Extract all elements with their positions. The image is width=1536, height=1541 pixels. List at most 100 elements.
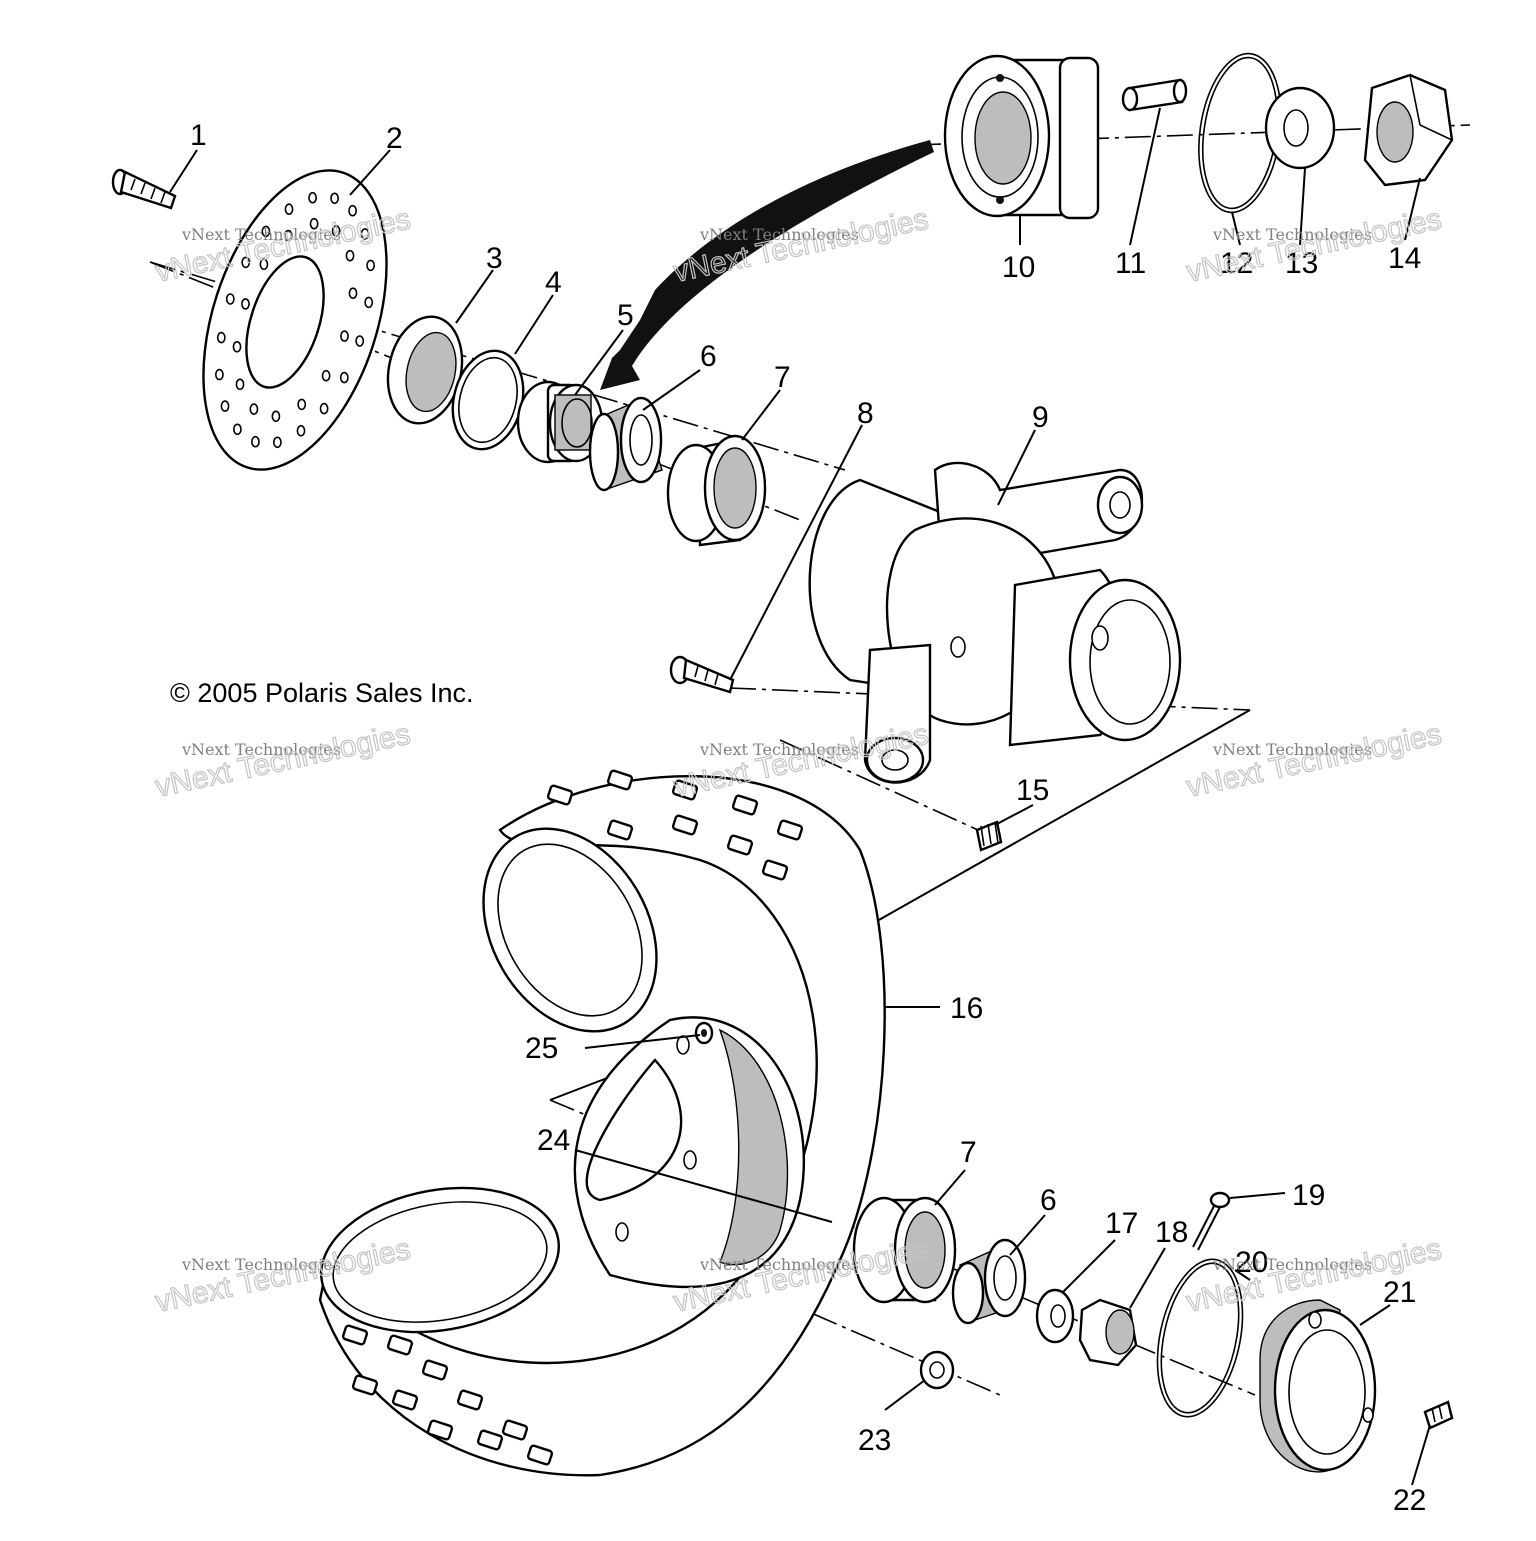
part-20-o-ring (1156, 1258, 1244, 1418)
part-19-cotter-pin (1192, 1191, 1231, 1251)
callout-labels: 1 2 3 4 5 6 7 8 9 10 11 12 13 14 15 16 2… (190, 119, 1426, 1517)
tire-tread-lug (776, 819, 804, 841)
tire-tread-lug (421, 1359, 449, 1381)
callout-24: 24 (537, 1124, 570, 1157)
tire-tread-lug (476, 1429, 504, 1451)
disc-hole (232, 423, 242, 436)
disc-hole (235, 378, 245, 391)
disc-hole (355, 335, 365, 347)
callout-20: 20 (1235, 1246, 1268, 1279)
disc-hole (225, 293, 235, 305)
part-7-race-upper (666, 434, 767, 547)
tire-tread-lug (341, 1324, 369, 1346)
part-7-race-lower (852, 1196, 957, 1304)
svg-text:vNext Technologies: vNext Technologies (153, 718, 414, 804)
disc-hole (216, 331, 226, 344)
disc-hole (321, 369, 331, 382)
disc-hole (366, 259, 375, 272)
disc-hole (283, 229, 293, 242)
svg-text:vNext Technologies: vNext Technologies (181, 1255, 341, 1274)
callout-15: 15 (1016, 774, 1049, 807)
svg-text:vNext Technologies: vNext Technologies (699, 740, 859, 759)
part-17-washer (1035, 1288, 1075, 1344)
part-16-tire (318, 769, 886, 1477)
part-8-bolt (669, 655, 735, 694)
callout-8: 8 (857, 397, 874, 430)
tire-tread-lug (391, 1389, 419, 1411)
disc-hole (340, 330, 349, 342)
callout-17: 17 (1105, 1207, 1138, 1240)
callout-19: 19 (1292, 1179, 1325, 1212)
part-6-bearing-lower (951, 1238, 1027, 1325)
part-10-drive-hub (943, 54, 1100, 220)
part-22-screw (1423, 1400, 1454, 1430)
svg-text:vNext Technologies: vNext Technologies (1212, 225, 1372, 244)
disc-hole (214, 368, 224, 381)
tire-tread-lug (456, 1389, 484, 1411)
disc-hole (220, 400, 230, 412)
disc-hole (261, 225, 271, 238)
part-6-bearing-upper (588, 396, 663, 492)
disc-hole (339, 371, 349, 384)
part-1-bolt (111, 168, 177, 210)
svg-text:vNext Technologies: vNext Technologies (1212, 740, 1372, 759)
disc-hole (249, 403, 259, 415)
part-14-axle-nut (1363, 73, 1454, 187)
callout-2: 2 (386, 122, 403, 155)
callout-18: 18 (1155, 1216, 1188, 1249)
svg-text:vNext Technologies: vNext Technologies (1184, 718, 1445, 804)
tire-tread-lug (546, 784, 574, 806)
callout-5: 5 (617, 299, 634, 332)
callout-6-lower: 6 (1040, 1184, 1057, 1217)
svg-text:vNext Technologies: vNext Technologies (1212, 1255, 1372, 1274)
tire-tread-lug (671, 779, 699, 801)
part-21-hub-cap (1259, 1299, 1377, 1473)
disc-hole (345, 249, 355, 262)
part-13-washer (1264, 86, 1336, 170)
disc-hole (271, 410, 281, 423)
callout-7-lower: 7 (960, 1136, 977, 1169)
callout-6-upper: 6 (700, 340, 717, 373)
watermark: vNext Technologies vNext Technologies (1183, 717, 1445, 804)
disc-hole (330, 192, 339, 205)
svg-text:vNext Technologies: vNext Technologies (181, 740, 341, 759)
tire-tread-lug (606, 819, 634, 841)
leader-lines (169, 107, 1431, 1486)
callout-12: 12 (1220, 247, 1253, 280)
part-3-seal (386, 315, 464, 425)
disc-hole (297, 398, 307, 411)
callout-22: 22 (1393, 1484, 1426, 1517)
part-24-wheel (573, 1016, 805, 1289)
disc-hole (309, 217, 319, 230)
copyright-text: © 2005 Polaris Sales Inc. (170, 678, 474, 708)
disc-hole (348, 204, 357, 217)
disc-hole (250, 435, 260, 448)
svg-text:vNext Technologies: vNext Technologies (699, 1255, 859, 1274)
disc-hole (360, 228, 370, 240)
tire-tread-lug (726, 834, 754, 856)
part-18-castle-nut (1078, 1298, 1138, 1367)
callout-10: 10 (1002, 251, 1035, 284)
tire-tread-lug (426, 1419, 454, 1441)
assembly-arrow (600, 140, 934, 390)
callout-7-upper: 7 (774, 361, 791, 394)
callout-9: 9 (1032, 401, 1049, 434)
callout-23: 23 (858, 1424, 891, 1457)
tire-tread-lug (606, 769, 634, 791)
disc-hole (259, 258, 269, 271)
tire-tread-lug (386, 1334, 414, 1356)
callout-3: 3 (486, 242, 503, 275)
callout-1: 1 (190, 119, 207, 152)
watermark: vNext Technologies vNext Technologies (152, 717, 414, 804)
disc-hole (272, 436, 282, 449)
part-9-hub (808, 461, 1182, 784)
callout-14: 14 (1388, 242, 1421, 275)
disc-hole (241, 298, 250, 310)
part-2-brake-disc (202, 169, 388, 471)
disc-hole (308, 191, 317, 204)
part-23-lug-nut (919, 1350, 955, 1390)
disc-hole (296, 424, 306, 437)
svg-text:vNext Technologies: vNext Technologies (181, 225, 341, 244)
